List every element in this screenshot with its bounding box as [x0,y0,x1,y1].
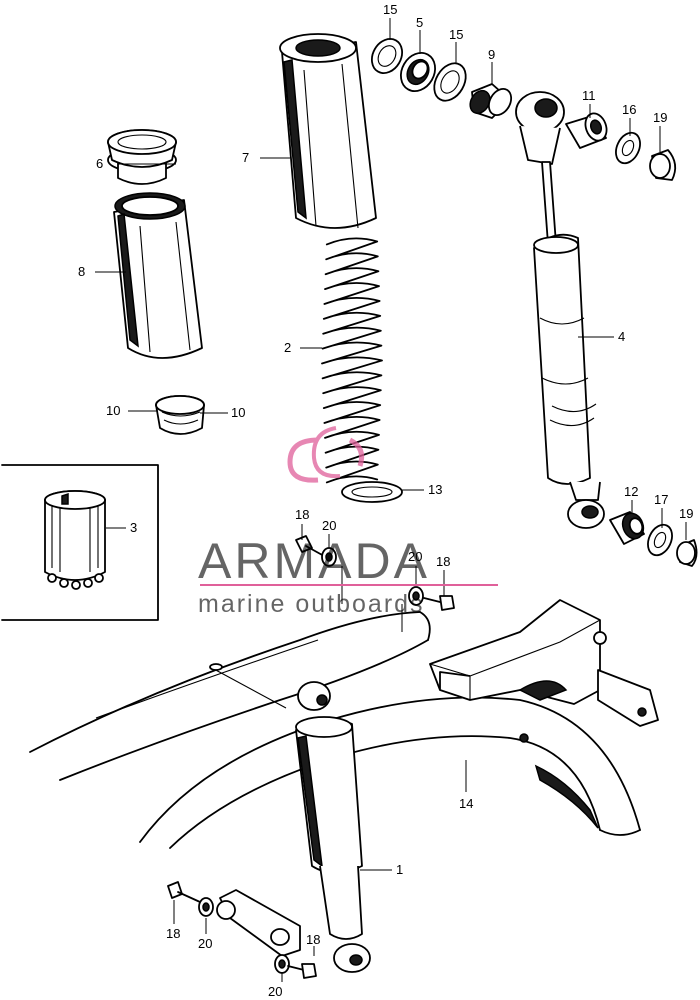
part-10-collar [155,395,205,435]
inset-frame [1,464,159,621]
callout-9: 9 [488,47,495,62]
part-20-washer-upper-right [408,586,424,606]
callout-1: 1 [396,862,403,877]
part-20-washer-lower-bottom [274,954,290,974]
part-20-washer-lower-left [198,897,214,917]
callout-18: 18 [436,554,450,569]
callout-20: 20 [268,984,282,999]
part-2-coil-spring [321,237,383,484]
watermark-logo-icon [287,426,365,483]
callout-18: 18 [166,926,180,941]
callout-16: 16 [622,102,636,117]
part-5-rubber-bush [400,52,436,92]
watermark: ARMADA marine outboards [198,426,498,618]
callout-11: 11 [582,88,596,103]
callout-6: 6 [96,156,103,171]
part-11-collar [565,112,608,149]
part-18-bolt-lower-right [287,963,317,979]
part-17-washer [647,523,673,557]
part-15-washer-upper-a [371,38,403,74]
callout-2: 2 [284,340,291,355]
callout-17: 17 [654,492,668,507]
watermark-brand: ARMADA [198,533,430,589]
part-12-collar [609,511,645,545]
part-18-bolt-upper-left [295,535,325,557]
part-13-washer [341,481,403,503]
callout-13: 13 [428,482,442,497]
callout-8: 8 [78,264,85,279]
part-18-bolt-upper-right [423,595,455,611]
callout-19: 19 [679,506,693,521]
part-14-swing-arm [29,599,659,849]
part-7-upper-cover [279,33,377,229]
callout-12: 12 [624,484,638,499]
part-20-washer-upper-left [321,547,337,567]
callout-18: 18 [306,932,320,947]
leader-lines [95,18,687,982]
part-1-shock-assembly [295,681,371,973]
callout-5: 5 [416,15,423,30]
part-18-bolt-lower-left [167,881,201,903]
callout-3: 3 [130,520,137,535]
part-4-damper [515,91,605,529]
callout-14: 14 [459,796,473,811]
callout-10: 10 [106,403,120,418]
callout-20: 20 [408,549,422,564]
callout-18: 18 [295,507,309,522]
callout-labels: 15 5 15 9 11 16 19 6 7 8 2 4 10 10 13 3 … [78,2,693,999]
part-16-washer [615,131,641,165]
callout-20: 20 [322,518,336,533]
callout-15: 15 [449,27,463,42]
part-3-bump-rubber [44,490,106,590]
lower-bracket [216,889,301,957]
part-19-cap-nut-upper [649,149,677,181]
part-19-cap-nut-lower [676,539,698,567]
part-8-lower-cover [113,192,203,359]
callout-19: 19 [653,110,667,125]
part-9-collar [469,83,513,119]
callout-20: 20 [198,936,212,951]
watermark-tagline: marine outboards [198,590,425,618]
part-6-spring-seat [107,129,177,185]
part-15-washer-upper-b [433,62,467,102]
callout-15: 15 [383,2,397,17]
callout-4: 4 [618,329,625,344]
callout-7: 7 [242,150,249,165]
callout-10: 10 [231,405,245,420]
